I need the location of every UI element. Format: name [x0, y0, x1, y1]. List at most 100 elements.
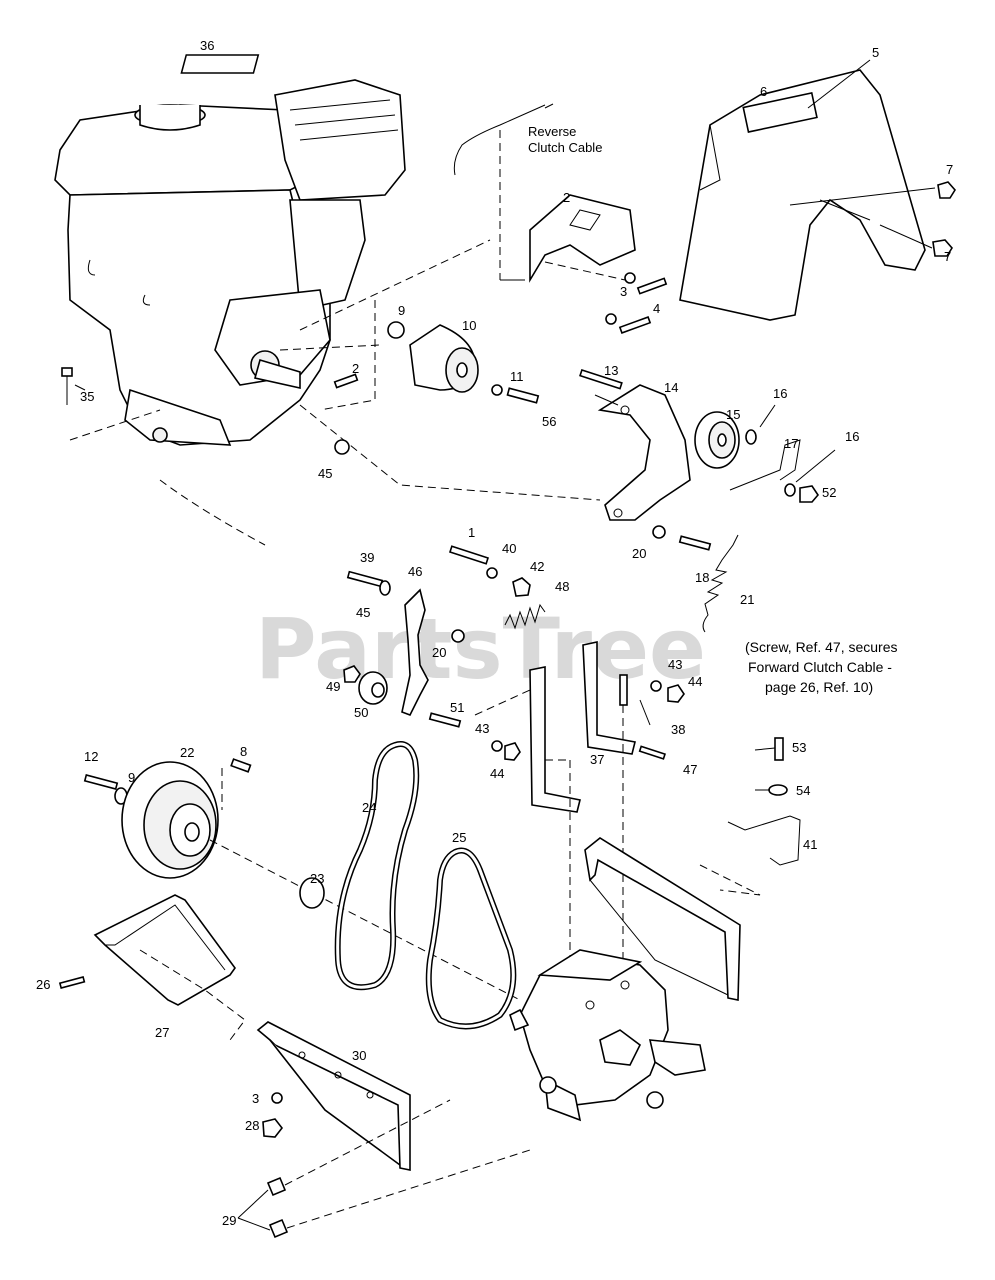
- callout-28: 28: [245, 1118, 259, 1133]
- callout-42: 42: [530, 559, 544, 574]
- cable-bracket-2: [529, 194, 636, 283]
- callout-14: 14: [664, 380, 678, 395]
- washer-23: [299, 877, 325, 909]
- reverse-cable-label-line2: Clutch Cable: [528, 140, 602, 155]
- callout-51: 51: [450, 700, 464, 715]
- callout-36: 36: [200, 38, 214, 53]
- callout-45b: 45: [356, 605, 370, 620]
- callout-29: 29: [222, 1213, 236, 1228]
- nut-44b: [667, 684, 685, 703]
- washer-16a: [745, 429, 757, 445]
- callout-2a: 2: [563, 190, 570, 205]
- rod-41: [727, 815, 801, 866]
- angle-bracket-37b: [582, 641, 636, 755]
- callout-53: 53: [792, 740, 806, 755]
- callout-23: 23: [310, 871, 324, 886]
- reverse-cable-label-line1: Reverse: [528, 124, 576, 139]
- nut-44a: [504, 742, 521, 761]
- angle-bracket-37a: [529, 666, 581, 813]
- callout-21: 21: [740, 592, 754, 607]
- callout-22: 22: [180, 745, 194, 760]
- washer-11: [491, 384, 503, 396]
- belt-24: [334, 741, 420, 991]
- callout-5: 5: [872, 45, 879, 60]
- callout-7b: 7: [944, 249, 951, 264]
- bolt-4: [636, 277, 668, 295]
- spring-48: [504, 603, 546, 630]
- screw-38: [619, 674, 628, 706]
- transmission: [509, 949, 706, 1122]
- callout-27: 27: [155, 1025, 169, 1040]
- washer-43a: [491, 740, 503, 752]
- lever-46: [401, 588, 429, 717]
- nut-7a: [937, 181, 956, 199]
- washer-45b: [379, 580, 391, 596]
- callout-40: 40: [502, 541, 516, 556]
- callout-50: 50: [354, 705, 368, 720]
- bolt-12: [83, 773, 119, 791]
- bolt-56: [506, 387, 540, 404]
- callout-13: 13: [604, 363, 618, 378]
- washer-9-top: [387, 321, 405, 339]
- reverse-clutch-cable: [453, 104, 546, 176]
- callout-44a: 44: [688, 674, 702, 689]
- nut-28: [262, 1118, 284, 1138]
- belt-25: [425, 847, 517, 1030]
- callout-52: 52: [822, 485, 836, 500]
- screw-26: [58, 975, 86, 989]
- screw-47: [638, 745, 666, 760]
- idler-arm-14: [597, 384, 691, 521]
- callout-4: 4: [653, 301, 660, 316]
- callout-3a: 3: [620, 284, 627, 299]
- callout-8: 8: [240, 744, 247, 759]
- key-8: [230, 758, 252, 773]
- bolt-1: [448, 545, 490, 565]
- shield-27: [93, 894, 236, 1006]
- callout-3b: 3: [252, 1091, 259, 1106]
- callout-48: 48: [555, 579, 569, 594]
- bolt-39: [346, 570, 384, 588]
- belt-cover-6: [679, 69, 926, 321]
- bracket-30: [256, 1021, 411, 1171]
- callout-16b: 16: [845, 429, 859, 444]
- callout-44b: 44: [490, 766, 504, 781]
- bolt-13: [579, 368, 623, 390]
- washer-20b: [451, 629, 465, 643]
- callout-7a: 7: [946, 162, 953, 177]
- washer-3c: [271, 1092, 283, 1104]
- callout-1: 1: [468, 525, 475, 540]
- key-2: [333, 373, 359, 389]
- callout-25: 25: [452, 830, 466, 845]
- nut-49: [343, 665, 361, 683]
- callout-54: 54: [796, 783, 810, 798]
- pulley-10: [409, 324, 479, 393]
- washer-16b: [784, 483, 796, 497]
- bolt-35: [61, 367, 73, 405]
- callout-37: 37: [590, 752, 604, 767]
- callout-49: 49: [326, 679, 340, 694]
- washer-20a: [652, 525, 666, 539]
- callout-12: 12: [84, 749, 98, 764]
- callout-39: 39: [360, 550, 374, 565]
- callout-43a: 43: [668, 657, 682, 672]
- bolt-53: [774, 737, 784, 761]
- nut-7b: [932, 239, 953, 257]
- callout-24: 24: [362, 800, 376, 815]
- callout-11: 11: [510, 369, 524, 384]
- bushing-42: [512, 577, 531, 597]
- decal-36: [180, 54, 260, 74]
- idler-pulley-15: [694, 411, 740, 469]
- bolt-51: [428, 712, 462, 728]
- callout-9b: 9: [128, 770, 135, 785]
- callout-6: 6: [760, 84, 767, 99]
- washer-54: [768, 784, 788, 796]
- callout-2b: 2: [352, 361, 359, 376]
- washer-43b: [650, 680, 662, 692]
- roller-50: [358, 671, 388, 705]
- washer-3b: [605, 313, 617, 325]
- washer-40: [486, 567, 498, 579]
- callout-18: 18: [695, 570, 709, 585]
- washer-3a: [624, 272, 636, 284]
- bolt-4b: [618, 316, 652, 334]
- callout-20a: 20: [632, 546, 646, 561]
